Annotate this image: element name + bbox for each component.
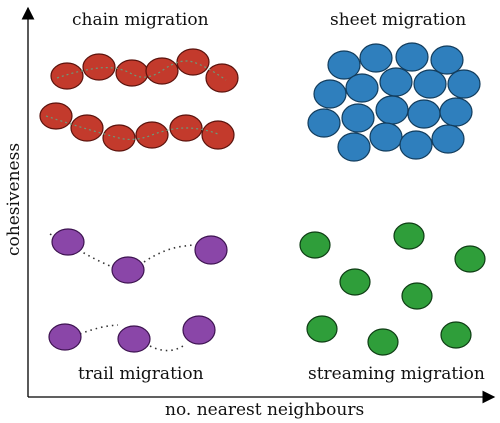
chain-cell <box>115 59 149 87</box>
trail-cell <box>111 256 145 284</box>
sheet-cell <box>439 97 473 127</box>
trail-migration-label: trail migration <box>78 364 204 384</box>
sheet-cell <box>337 132 371 162</box>
streaming-cell <box>339 268 371 296</box>
chain-migration-label: chain migration <box>72 10 209 30</box>
streaming-migration-cells <box>299 222 486 356</box>
trail-cell <box>194 235 228 265</box>
sheet-cell <box>307 108 341 138</box>
sheet-migration-cells <box>307 42 481 162</box>
streaming-cell <box>440 321 472 349</box>
sheet-cell <box>369 122 403 152</box>
sheet-cell <box>341 103 375 133</box>
streaming-cell <box>306 315 338 343</box>
sheet-cell <box>379 67 413 97</box>
chain-cell <box>135 121 169 149</box>
sheet-cell <box>431 124 465 154</box>
chain-cell <box>176 48 210 76</box>
chain-cell <box>82 53 116 81</box>
chain-cell <box>205 63 239 93</box>
sheet-cell <box>375 95 409 125</box>
chain-cell <box>50 62 84 90</box>
streaming-cell <box>393 222 425 250</box>
y-axis-label: cohesiveness <box>4 142 24 256</box>
sheet-cell <box>313 79 347 109</box>
sheet-cell <box>345 73 379 103</box>
streaming-cell <box>454 245 486 273</box>
chain-cell <box>145 57 179 85</box>
x-axis-label: no. nearest neighbours <box>165 400 365 420</box>
sheet-cell <box>359 43 393 73</box>
sheet-cell <box>413 69 447 99</box>
chain-cell <box>39 102 73 130</box>
trail-cell <box>51 228 85 256</box>
chain-cell <box>201 120 235 150</box>
chain-migration-cells <box>39 48 239 152</box>
chain-migration-paths <box>45 60 227 141</box>
trail-migration-cells <box>48 228 228 353</box>
streaming-cell <box>401 282 433 310</box>
sheet-cell <box>447 69 481 99</box>
axes <box>21 6 496 404</box>
chain-cell <box>70 114 104 142</box>
streaming-migration-label: streaming migration <box>308 364 485 384</box>
streaming-cell <box>299 231 331 259</box>
sheet-cell <box>430 45 464 75</box>
sheet-cell <box>327 50 361 80</box>
chain-cell <box>169 114 203 142</box>
sheet-cell <box>399 130 433 160</box>
sheet-cell <box>395 42 429 72</box>
trail-cell <box>48 323 82 351</box>
sheet-cell <box>407 99 441 129</box>
sheet-migration-label: sheet migration <box>330 10 467 30</box>
trail-cell <box>182 315 216 345</box>
streaming-cell <box>367 328 399 356</box>
trail-cell <box>117 325 151 353</box>
